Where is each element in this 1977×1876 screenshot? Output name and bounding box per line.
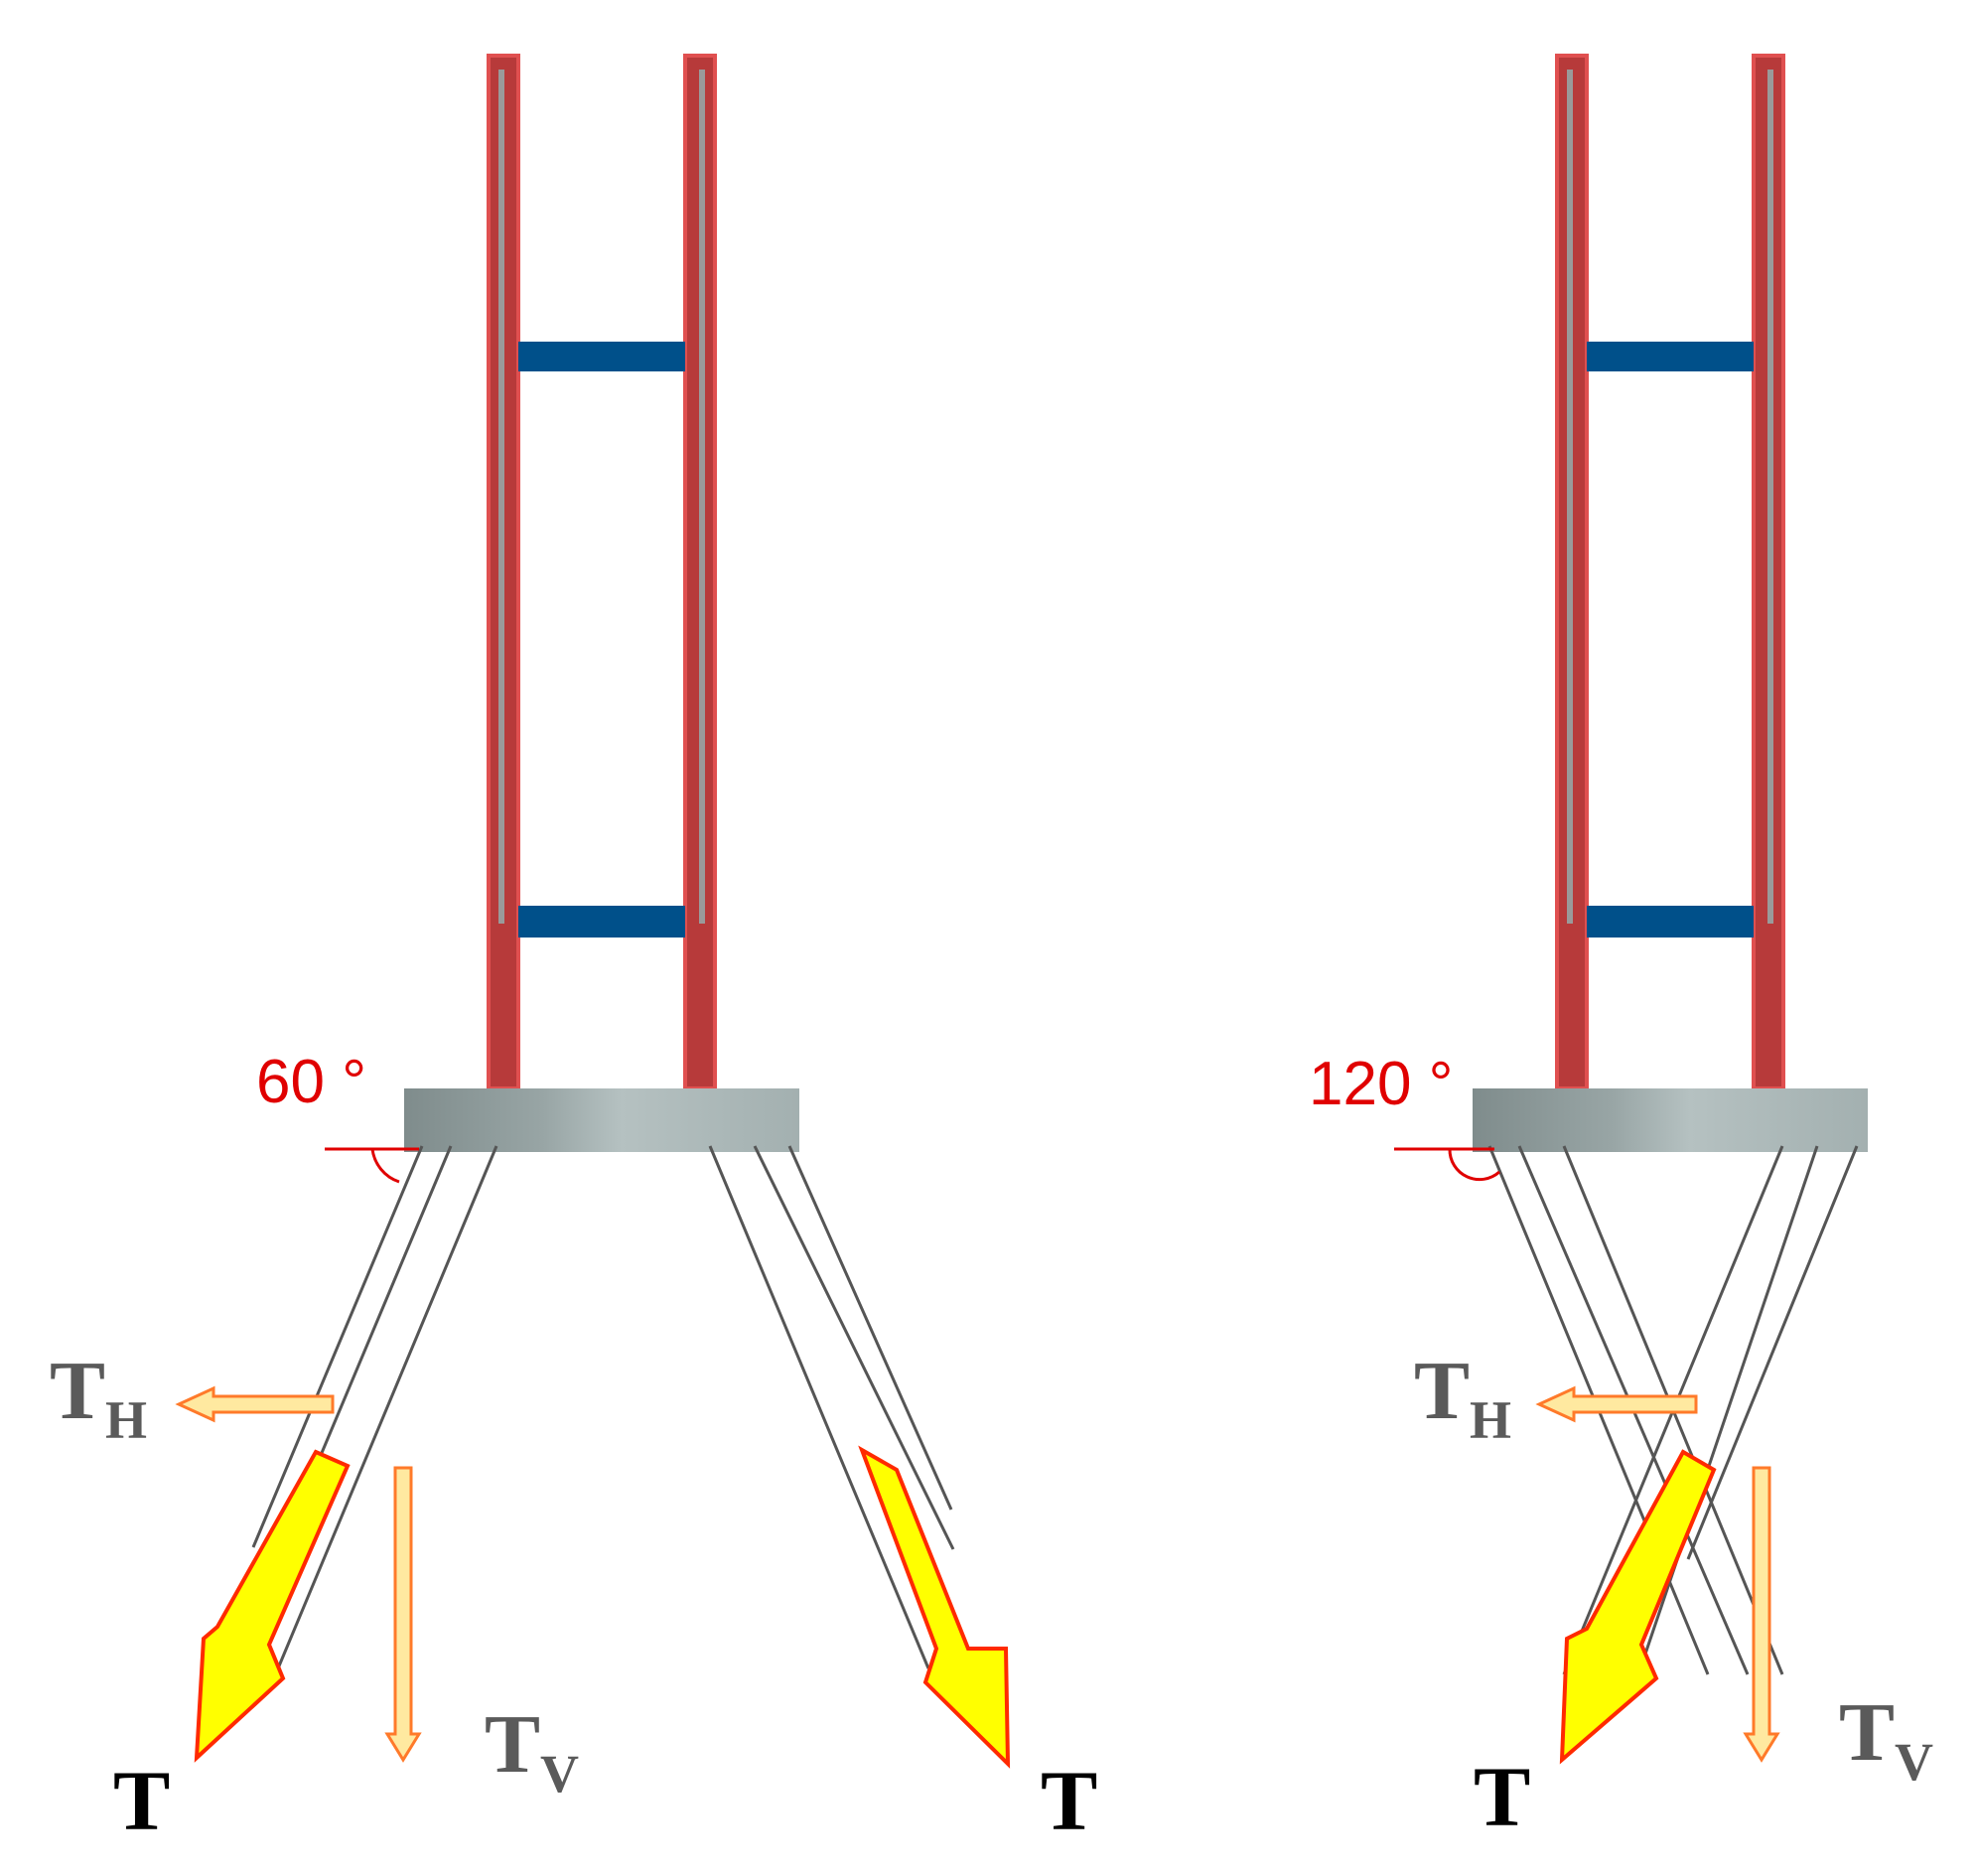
label-t-left-a: T [113, 1753, 170, 1848]
angle-marker-right: 120 ° [1309, 1050, 1500, 1182]
post-core-left-b [699, 70, 705, 924]
component-arrow-vertical-left [384, 1466, 422, 1763]
rung-left-bottom [518, 906, 685, 938]
angle-label-right: 120 ° [1309, 1050, 1453, 1118]
panel-right: 120 ° TH TV T [1309, 54, 1933, 1844]
label-t-right: T [1474, 1749, 1530, 1844]
base-block-left [404, 1088, 799, 1152]
tension-arrow-right [1559, 1449, 1717, 1765]
component-arrow-horizontal-left [175, 1385, 335, 1423]
label-t-left-b: T [1041, 1753, 1097, 1848]
component-arrow-horizontal-right [1535, 1385, 1698, 1423]
label-th-left: TH [50, 1345, 147, 1450]
tension-arrow-left-b [858, 1445, 1011, 1769]
label-tv-right: TV [1839, 1686, 1933, 1792]
post-core-left-a [498, 70, 504, 924]
post-core-right-a [1567, 70, 1573, 924]
ropes-left-a [251, 1145, 498, 1669]
base-block-right [1473, 1088, 1868, 1152]
rung-left-top [518, 342, 685, 371]
tension-arrow-left-a [194, 1449, 351, 1763]
rung-right-top [1587, 342, 1754, 371]
panel-left: 60 ° TH TV T T [50, 54, 1097, 1848]
post-core-right-b [1767, 70, 1773, 924]
label-tv-left: TV [485, 1698, 579, 1804]
ladder-frame-left [404, 54, 799, 1152]
ladder-frame-right [1473, 54, 1868, 1152]
component-arrow-vertical-right [1743, 1466, 1780, 1763]
label-th-right: TH [1414, 1345, 1511, 1450]
ropes-left-b [708, 1145, 955, 1669]
angle-label-left: 60 ° [256, 1048, 366, 1116]
angle-marker-left: 60 ° [256, 1048, 419, 1184]
rung-right-bottom [1587, 906, 1754, 938]
